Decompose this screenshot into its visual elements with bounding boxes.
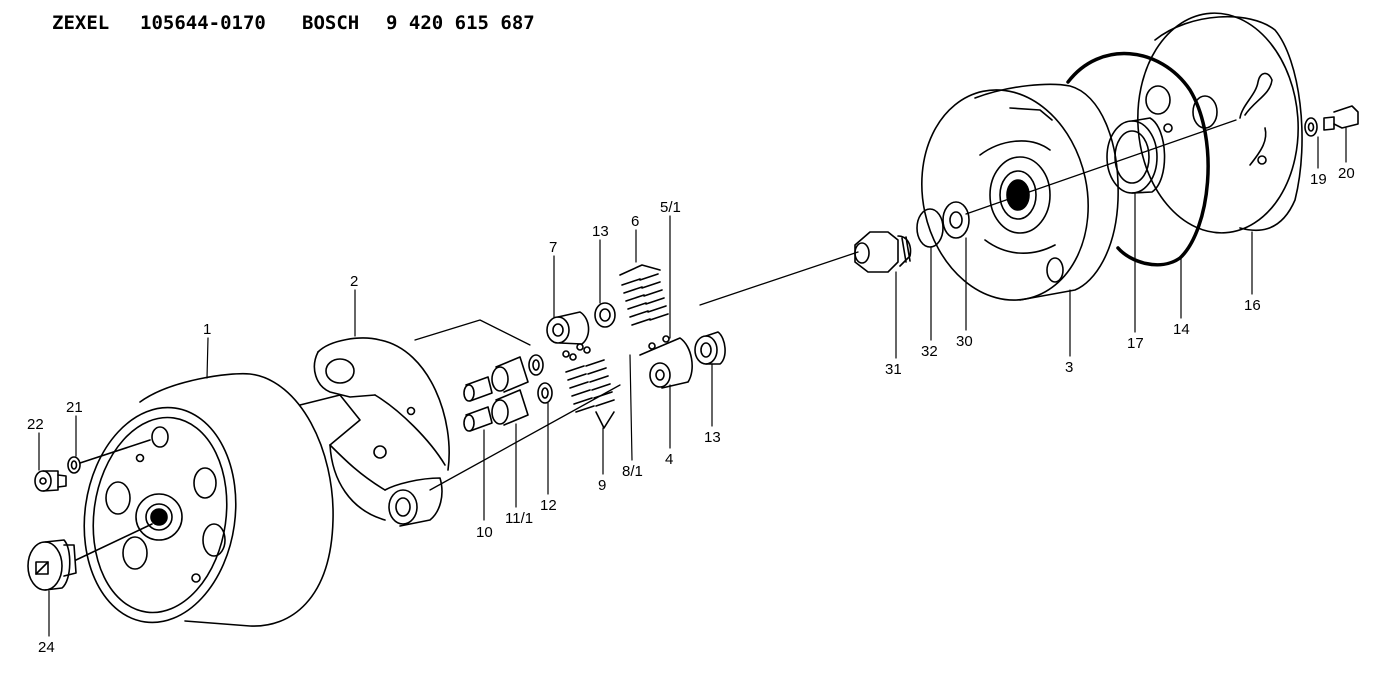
callout-4: 4 (665, 451, 673, 468)
part-9-springs (565, 359, 615, 429)
callout-5-1: 5/1 (660, 199, 681, 216)
callout-6: 6 (631, 213, 639, 230)
part-31-plug (854, 231, 912, 273)
callout-13-right: 13 (704, 429, 721, 446)
part-number-bosch: 9 420 615 687 (386, 12, 535, 34)
callout-19: 19 (1310, 171, 1327, 188)
part-22-screw (34, 470, 67, 492)
part-number-zexel: 105644-0170 (140, 12, 266, 34)
part-17-bearing (1106, 117, 1166, 194)
callout-12: 12 (540, 497, 557, 514)
callout-32: 32 (921, 343, 938, 360)
part-2-drive-housing (299, 337, 450, 527)
callout-11-1: 11/1 (505, 510, 533, 527)
part-20-bolt (1323, 105, 1359, 131)
callout-13-top: 13 (592, 223, 609, 240)
callout-9: 9 (598, 477, 606, 494)
part-8-1-balls (562, 343, 591, 361)
part-21-washer (67, 439, 151, 474)
part-16-end-plate (1137, 12, 1303, 234)
part-1-housing (83, 372, 334, 627)
callout-8-1: 8/1 (622, 463, 643, 480)
callout-labels: 1 2 3 4 5/1 6 7 8/1 9 10 11/1 12 13 13 1… (27, 165, 1355, 656)
part-24-plug (27, 523, 153, 591)
callout-22: 22 (27, 416, 44, 433)
callout-31: 31 (885, 361, 902, 378)
callout-3: 3 (1065, 359, 1073, 376)
part-32-o-ring (916, 208, 944, 248)
part-5-1-balls (648, 335, 670, 350)
callout-21: 21 (66, 399, 83, 416)
callout-10: 10 (476, 524, 493, 541)
callout-17: 17 (1127, 335, 1144, 352)
part-14-snap-ring (1066, 51, 1210, 267)
callout-14: 14 (1173, 321, 1190, 338)
part-6-springs (619, 264, 669, 326)
axis-line (699, 251, 859, 306)
part-7-sleeve (546, 311, 590, 345)
callout-24: 24 (38, 639, 55, 656)
brand-zexel: ZEXEL (52, 12, 110, 34)
callout-20: 20 (1338, 165, 1355, 182)
drawing-header: ZEXEL 105644-0170 BOSCH 9 420 615 687 (52, 12, 535, 34)
callout-7: 7 (549, 239, 557, 256)
leader-lines (38, 127, 1347, 637)
callout-2: 2 (350, 273, 358, 290)
axis-line-right (965, 119, 1237, 215)
part-3-cover (921, 83, 1119, 301)
axis-line-upper (414, 319, 531, 346)
part-11-1-rollers (491, 356, 529, 426)
part-10-pins (463, 376, 493, 432)
brand-bosch: BOSCH (302, 12, 360, 34)
part-19-washer (1304, 117, 1318, 137)
part-4-cam (639, 337, 693, 389)
part-12-washers (528, 354, 553, 404)
callout-30: 30 (956, 333, 973, 350)
axis-line-lower (429, 384, 621, 491)
part-30-washer (942, 201, 970, 239)
part-13-washer-right (694, 331, 726, 365)
callout-1: 1 (203, 321, 211, 338)
part-13-washer-top (594, 302, 616, 328)
callout-16: 16 (1244, 297, 1261, 314)
